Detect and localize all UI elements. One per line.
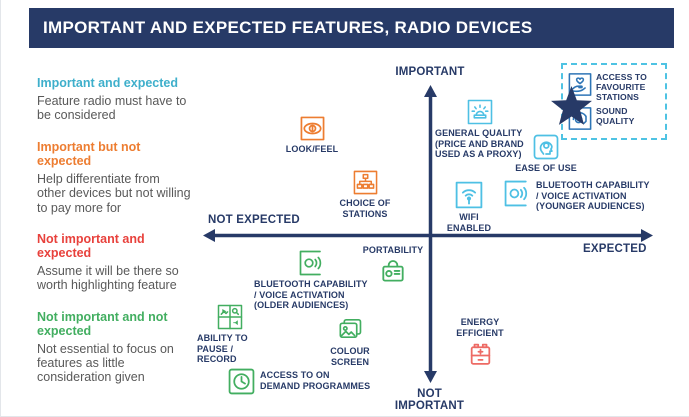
point-wifi-enabled: WIFI ENABLED [436,181,502,233]
point-label: BLUETOOTH CAPABILITY / VOICE ACTIVATION … [536,180,650,212]
point-label: ENERGY EFFICIENT [456,317,504,338]
axis-label-important: IMPORTANT [395,66,465,78]
media-grid-icon [217,304,243,330]
point-ease-of-use: EASE OF USE [514,134,578,174]
arrow-down-icon [424,371,437,383]
axis-label-not-important: NOT IMPORTANT [394,388,465,412]
point-label: ABILITY TO PAUSE / RECORD [197,333,248,365]
axis-label-expected: EXPECTED [583,243,647,255]
voice-speaking-icon [299,250,322,276]
arrow-up-icon [424,85,437,97]
axis-label-not-expected: NOT EXPECTED [208,214,300,226]
point-access-on-demand: ACCESS TO ON DEMAND PROGRAMMES [228,368,370,395]
point-colour-screen: COLOUR SCREEN [310,316,390,367]
clock-icon [228,368,255,395]
point-label: COLOUR SCREEN [330,346,370,367]
point-access-to-favourite-stations: ACCESS TO FAVOURITE STATIONS [568,72,660,102]
point-ability-to-pause-record: ABILITY TO PAUSE / RECORD [197,304,273,365]
legend-item-important-not-expected: Important but not expected Help differen… [37,140,209,215]
point-label: CHOICE OF STATIONS [339,198,391,219]
voice-speaking-icon [504,180,528,207]
photo-icon [338,319,361,339]
point-label: SOUND QUALITY [596,106,635,127]
stations-hierarchy-icon [353,170,377,195]
hand-heart-icon [568,72,592,96]
quality-crown-icon [467,99,493,125]
point-portability: PORTABILITY [360,245,426,289]
point-choice-of-stations: CHOICE OF STATIONS [319,170,411,219]
point-look-feel: LOOK/FEEL [277,116,347,155]
legend-item-important-expected: Important and expected Feature radio mus… [37,76,209,123]
legend-heading: Not important and expected [37,231,145,260]
point-label: GENERAL QUALITY (PRICE AND BRAND USED AS… [435,128,524,160]
eye-icon [300,116,324,141]
wifi-icon [455,181,483,209]
legend-item-not-important-expected: Not important and expected Assume it wil… [37,232,209,293]
legend-heading: Important but not expected [37,139,141,168]
page-title: IMPORTANT AND EXPECTED FEATURES, RADIO D… [29,8,674,48]
legend-description: Assume it will be there so worth highlig… [37,263,179,293]
legend-description: Not essential to focus on features as li… [37,341,174,385]
legend-description: Help differentiate from other devices bu… [37,171,191,215]
portable-radio-icon [382,259,404,282]
battery-icon [470,343,490,365]
point-label: PORTABILITY [362,245,424,255]
head-profile-icon [533,134,559,160]
point-label: LOOK/FEEL [285,144,339,154]
point-general-quality: GENERAL QUALITY (PRICE AND BRAND USED AS… [435,99,525,160]
point-label: WIFI ENABLED [446,212,492,233]
point-bluetooth-voice-older: BLUETOOTH CAPABILITY / VOICE ACTIVATION … [254,250,370,311]
arrow-right-icon [641,229,653,242]
point-label: BLUETOOTH CAPABILITY / VOICE ACTIVATION … [254,279,368,311]
category-legend: Important and expected Feature radio mus… [37,76,209,402]
point-bluetooth-voice-younger: BLUETOOTH CAPABILITY / VOICE ACTIVATION … [504,180,650,212]
star-icon [551,86,592,125]
point-energy-efficient: ENERGY EFFICIENT [438,317,522,371]
point-label: ACCESS TO FAVOURITE STATIONS [596,71,647,103]
point-label: ACCESS TO ON DEMAND PROGRAMMES [260,370,371,391]
page-title-text: IMPORTANT AND EXPECTED FEATURES, RADIO D… [43,18,533,37]
legend-heading: Important and expected [37,76,178,90]
legend-description: Feature radio must have to be considered [37,94,187,123]
legend-heading: Not important and not expected [37,309,168,338]
legend-item-not-important-not-expected: Not important and not expected Not essen… [37,310,209,385]
point-label: EASE OF USE [515,163,577,173]
